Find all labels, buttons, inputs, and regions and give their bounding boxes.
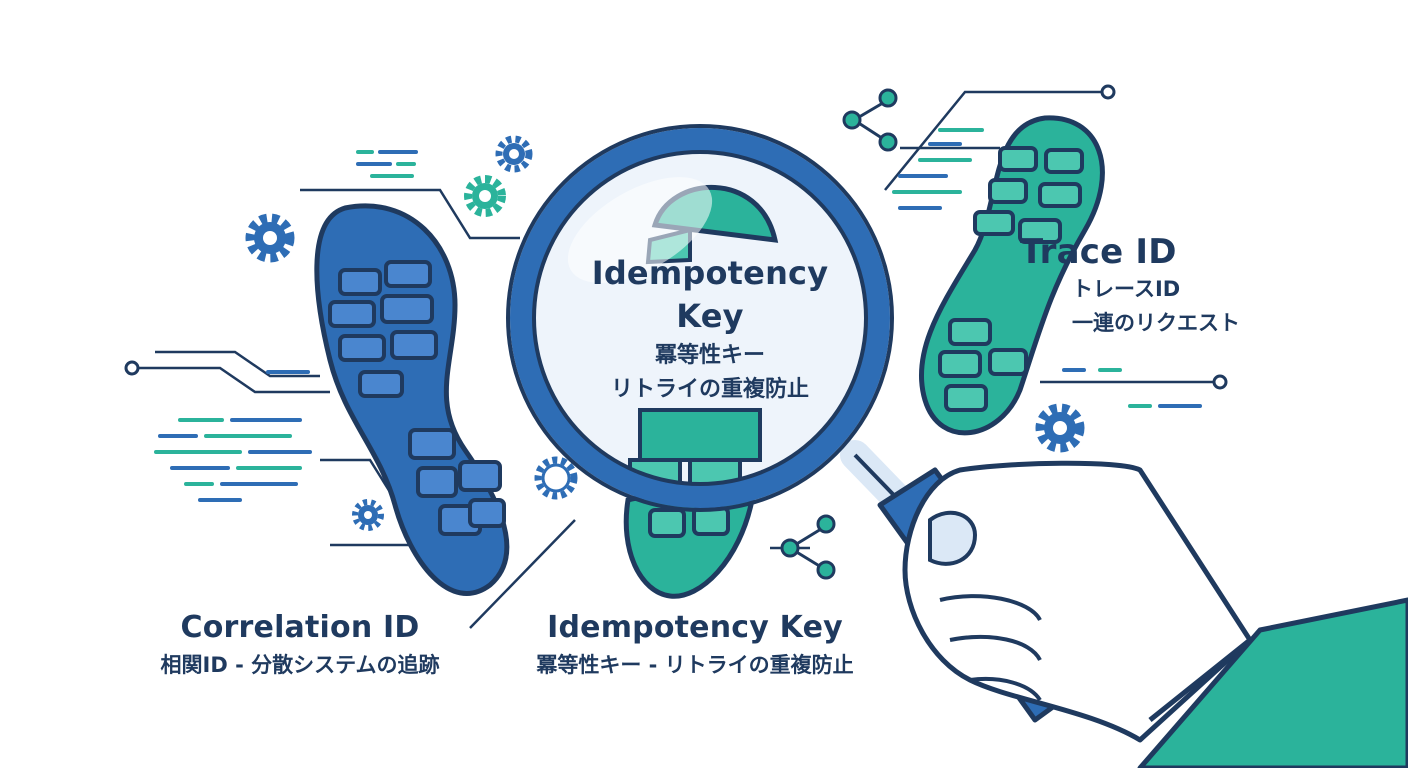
trace-id-subtitle-line2: 一連のリクエスト	[1072, 310, 1240, 335]
magnifier-icon	[506, 124, 1093, 723]
correlation-id-subtitle: 相関ID - 分散システムの追跡	[160, 653, 440, 677]
correlation-id-label: Correlation ID 相関ID - 分散システムの追跡	[120, 610, 480, 679]
circuit-nodes	[124, 84, 1228, 390]
trace-id-subtitle-line1: トレースID	[1072, 277, 1181, 301]
footprint-icon	[314, 203, 510, 596]
lens-subtitle-line2: リトライの重複防止	[610, 377, 809, 403]
gear-icon	[534, 456, 578, 500]
idempotency-key-subtitle: 冪等性キー - リトライの重複防止	[536, 653, 854, 677]
lens-title-line2: Key	[676, 297, 744, 336]
gear-icon	[352, 499, 384, 531]
trace-id-title: Trace ID	[1020, 232, 1177, 272]
trace-id-label: Trace ID トレースID 一連のリクエスト	[1020, 232, 1240, 339]
gear-icon	[464, 175, 506, 217]
gear-icon	[495, 135, 533, 173]
share-node-icon	[842, 88, 898, 152]
lens-subtitle-line1: 冪等性キー	[654, 343, 765, 369]
share-node-icon	[780, 514, 836, 580]
idempotency-key-label: Idempotency Key 冪等性キー - リトライの重複防止	[510, 610, 880, 679]
gear-icon	[1035, 403, 1085, 453]
hand-icon	[902, 460, 1408, 768]
correlation-id-title: Correlation ID	[180, 610, 420, 645]
footprint-icon	[918, 115, 1105, 436]
lens-label: Idempotency Key 冪等性キー リトライの重複防止	[560, 252, 860, 406]
idempotency-key-title: Idempotency Key	[547, 610, 843, 645]
lens-title-line1: Idempotency	[591, 254, 829, 292]
code-lines-icon	[154, 128, 1202, 502]
gear-icon	[245, 213, 295, 263]
